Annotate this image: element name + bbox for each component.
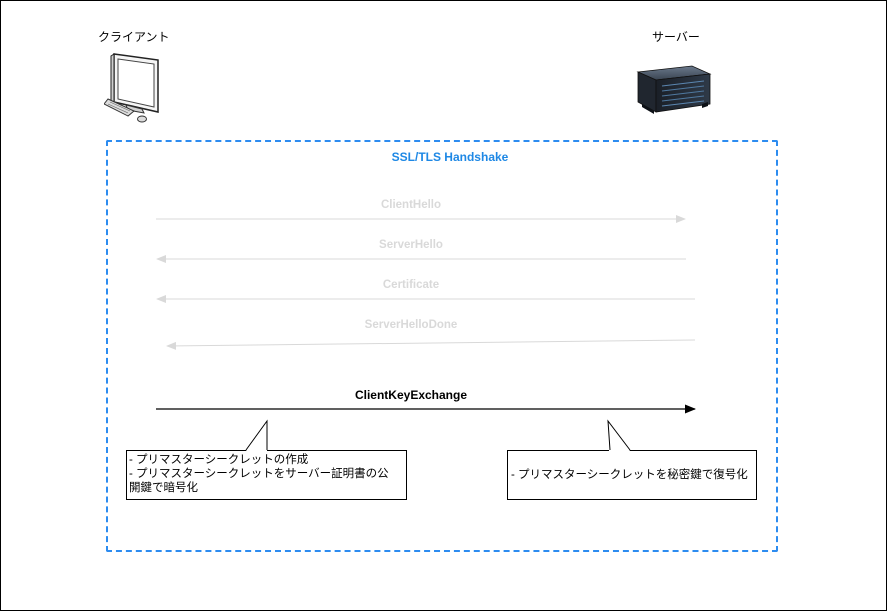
- handshake-title: SSL/TLS Handshake: [391, 150, 509, 164]
- arrow-serverhellodone: [166, 339, 696, 350]
- handshake-container: [106, 140, 778, 552]
- client-note-line: - プリマスターシークレットをサーバー証明書の公: [129, 468, 389, 480]
- server-note-line: - プリマスターシークレットを秘密鍵で復号化: [511, 469, 748, 481]
- message-label-serverhellodone: ServerHelloDone: [364, 319, 458, 331]
- message-label-clientkeyexchange: ClientKeyExchange: [354, 388, 468, 402]
- server-label: サーバー: [652, 30, 700, 44]
- client-label: クライアント: [98, 30, 170, 44]
- server-rack-icon: [636, 65, 712, 114]
- message-label-clienthello: ClientHello: [380, 199, 442, 211]
- client-note-line: - プリマスターシークレットの作成: [129, 454, 309, 466]
- client-note-line: 開鍵で暗号化: [129, 482, 198, 494]
- desktop-computer-icon: [104, 53, 159, 123]
- message-label-serverhello: ServerHello: [379, 239, 443, 251]
- client-note: - プリマスターシークレットの作成 - プリマスターシークレットをサーバー証明書…: [126, 450, 407, 500]
- server-note: - プリマスターシークレットを秘密鍵で復号化: [507, 450, 757, 500]
- message-label-certificate: Certificate: [382, 279, 440, 291]
